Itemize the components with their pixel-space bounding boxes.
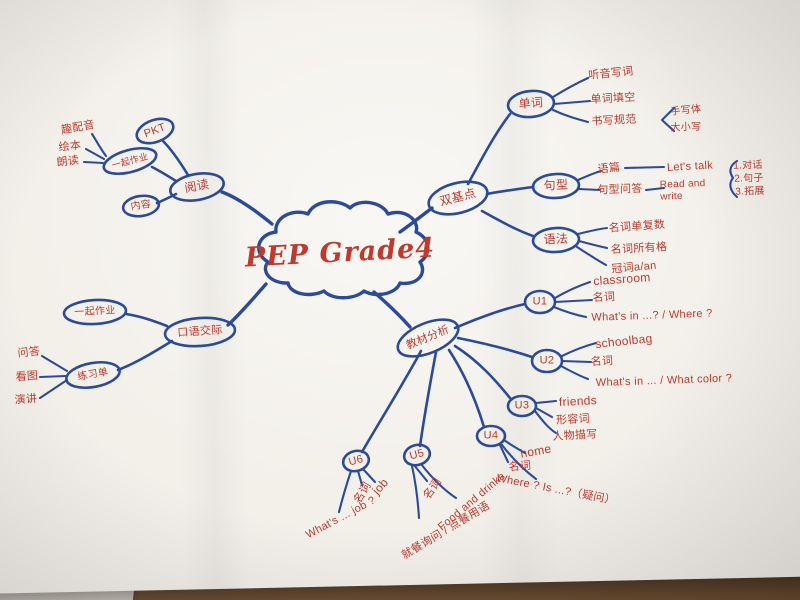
unit-item: schoolbag [594,331,654,352]
sentences-node-label: 句型 [543,177,569,193]
words-node-label: 单词 [518,95,544,112]
sentences-text: Read and write [659,178,706,203]
unit-label: U6 [347,452,365,469]
sentences-list-item: 2.句子 [734,172,764,185]
sentences-leaf: 语篇 [597,161,621,176]
words-leaf: 听音写词 [587,65,635,83]
words-sub-leaf: 手写体 [670,103,702,118]
unit-label: U5 [408,446,426,463]
unit-item: 名词 [421,476,445,502]
keypoints-node-label: 双基点 [438,185,478,209]
unit-item: What's in ...? / Where ? [591,307,713,324]
sentences-list-item: 3.拓展 [735,185,765,198]
reading-leaf: 绘本 [58,139,82,154]
unit-item: friends [558,393,598,410]
unit-item: 人物描写 [552,428,598,443]
speaking-leaf: 演讲 [14,392,38,407]
unit-item: What's ... job ? [303,494,378,542]
speaking-child-label: 练习单 [76,366,110,383]
branch-speaking [38,282,268,400]
unit-item: home [519,441,553,461]
unit-item: Where ? Is ...?（疑问） [495,472,617,508]
unit-item: 名词 [592,291,616,305]
sentences-leaf: 句型问答 [597,182,643,197]
unit-label: U3 [514,399,530,412]
branch-analysis [337,280,598,520]
sentences-text: Let's talk [666,159,714,174]
words-sub-leaf: 大小写 [670,121,702,134]
reading-leaf: 趣配音 [60,118,96,137]
reading-node-label: 阅读 [183,177,211,196]
words-leaf: 书写规范 [591,113,637,128]
unit-item: 名词 [590,355,614,369]
reading-pkt-label: PKT [142,121,168,141]
unit-item: 名词 [508,459,532,474]
sentences-list-item: 1.对话 [733,159,763,172]
speaking-leaf: 看图 [15,369,39,384]
center-cloud [257,200,430,300]
speaking-node-label: 口语交际 [177,324,223,340]
branch-keypoints [398,76,739,267]
unit-item: job [369,475,392,498]
grammar-node-label: 语法 [543,231,569,247]
center-title: PEP Grade4 [244,232,436,274]
unit-item: What's in ... / What color ? [595,372,733,390]
reading-content-label: 内容 [129,198,152,213]
analysis-node-label: 教材分析 [404,323,452,352]
grammar-leaf: 名词所有格 [610,241,668,257]
unit-label: U4 [483,429,499,442]
unit-label: U1 [532,295,548,308]
unit-item: 就餐询问 / 点餐用语 [399,499,492,562]
grammar-leaf: 名词单复数 [608,218,666,235]
reading-homework-label: 一起作业 [110,151,150,171]
speaking-leaf: 问答 [17,345,41,360]
unit-item: classroom [592,270,652,289]
branch-reading [82,117,274,226]
words-leaf: 单词填空 [590,91,636,106]
reading-leaf: 朗读 [56,154,80,169]
speaking-child-label: 一起作业 [74,305,116,319]
unit-label: U2 [539,354,555,367]
unit-item: 形容词 [555,412,591,427]
